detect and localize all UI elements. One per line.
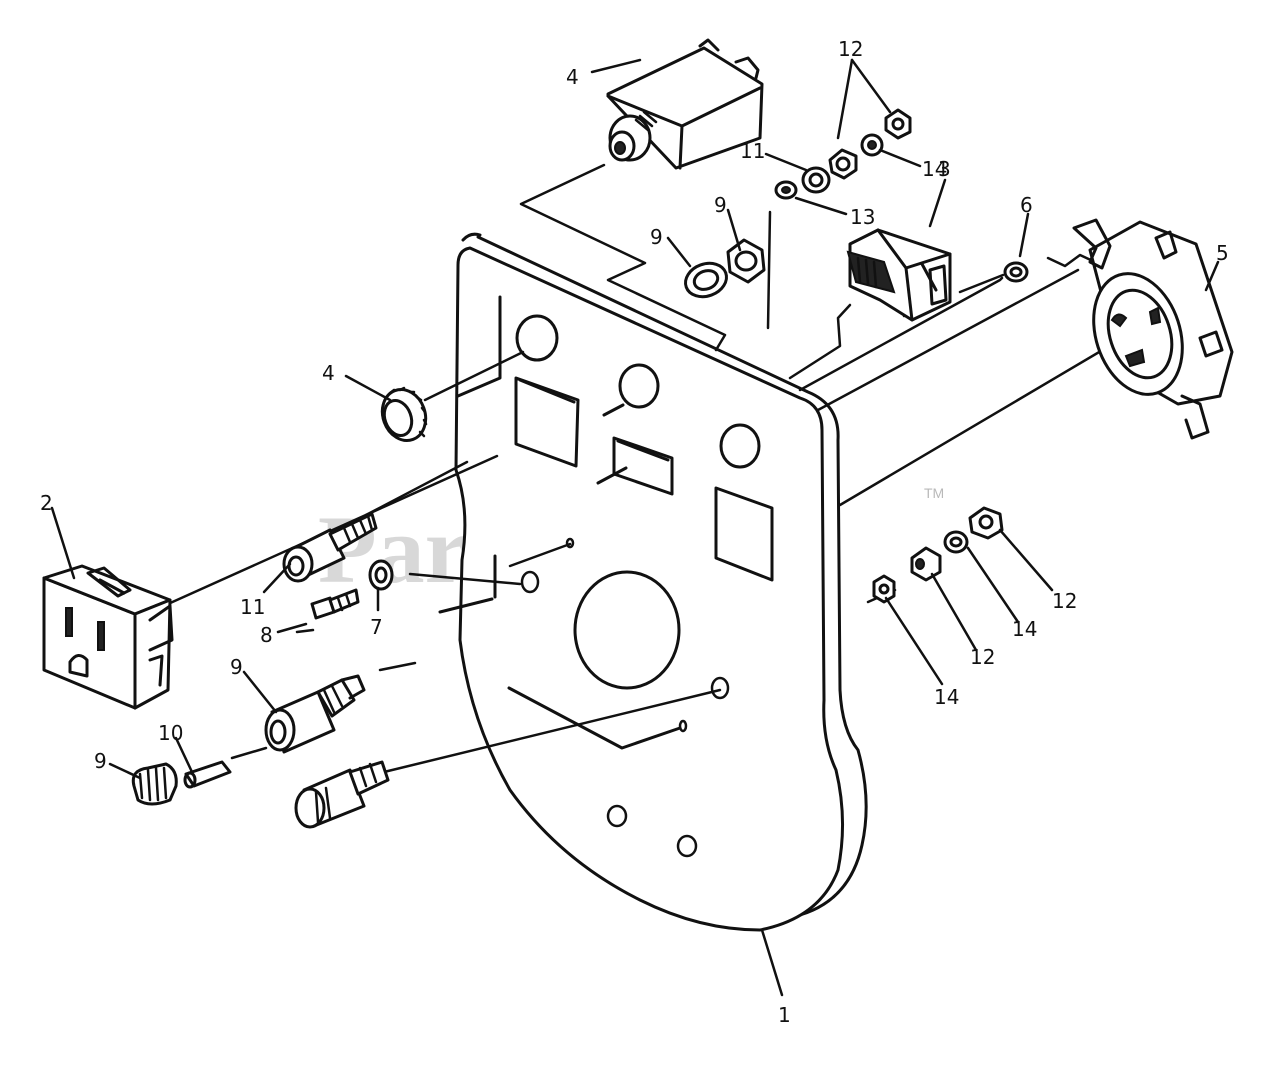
callout-10: 10 [158,721,183,745]
callout-7: 7 [370,615,383,639]
callout-12-top: 12 [838,37,863,61]
assembly-leader-lines [166,163,1130,774]
outlet-receptacle [42,564,174,710]
callout-3: 3 [938,157,951,181]
callout-9-top-right: 9 [714,193,727,217]
callout-14-top: 14 [922,157,947,181]
callout-8: 8 [260,623,273,647]
circuit-breaker [606,38,764,170]
callout-5: 5 [1216,241,1229,265]
hardware-washers-top [684,108,1029,299]
callout-4-breaker: 4 [566,65,579,89]
callout-6: 6 [1020,193,1033,217]
callout-12-right-upper: 12 [1052,589,1077,613]
callout-labels: 1 2 3 4 4 5 6 7 8 9 9 9 9 10 11 11 12 12… [40,37,1229,1027]
knurled-ring-nut [380,386,428,442]
fuse-holder-assembly [131,674,390,829]
callout-14-bottom: 14 [934,685,959,709]
trademark-symbol: TM [924,485,944,501]
twist-lock-receptacle [1072,218,1234,440]
rocker-switch [846,228,952,322]
callout-14-right: 14 [1012,617,1037,641]
callout-9-top-left: 9 [650,225,663,249]
callout-leaders [50,58,1220,780]
callout-9-fuse-holder: 9 [230,655,243,679]
callout-13: 13 [850,205,875,229]
callout-2: 2 [40,491,53,515]
callout-9-fuse-cap: 9 [94,749,107,773]
callout-11-left: 11 [240,595,265,619]
hardware-screws-left [282,512,394,620]
control-panel-plate [438,232,868,997]
hardware-nuts-right [872,506,1004,604]
callout-1: 1 [778,1003,791,1027]
callout-4-ring-nut: 4 [322,361,335,385]
callout-11-top: 11 [740,139,765,163]
callout-12-right-lower: 12 [970,645,995,669]
